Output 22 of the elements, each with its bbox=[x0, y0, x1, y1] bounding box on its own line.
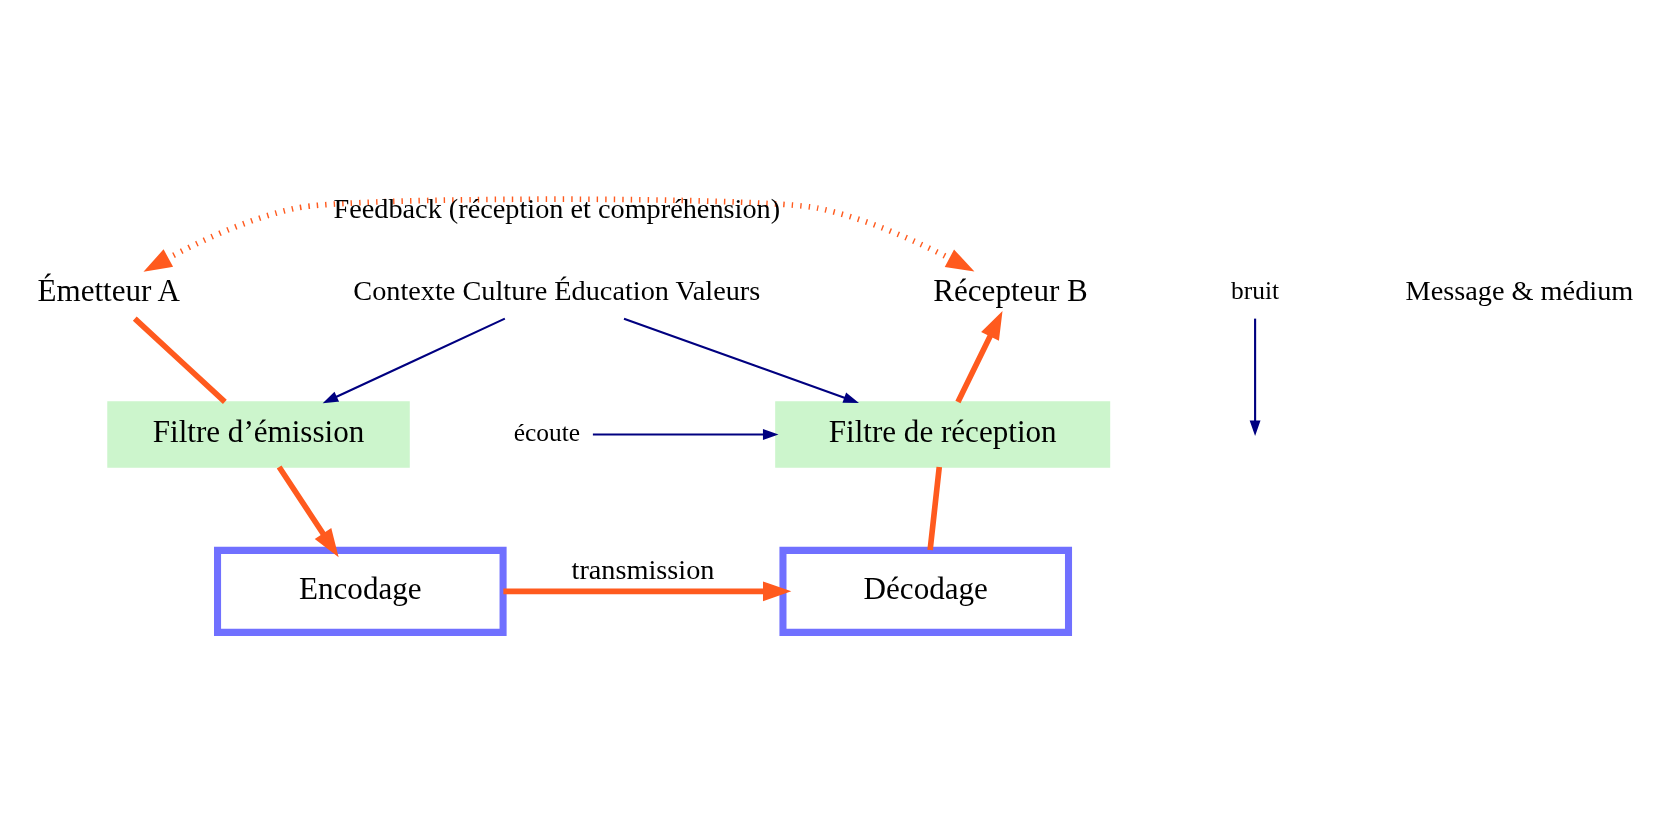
arrow bbox=[592, 429, 779, 440]
node-box: Encodage bbox=[214, 546, 507, 636]
node-text: bruit bbox=[1231, 276, 1280, 306]
arrow bbox=[143, 196, 975, 272]
edge-label: Feedback (réception et compréhension) bbox=[333, 193, 781, 225]
arrow bbox=[623, 317, 859, 403]
connector bbox=[132, 316, 227, 404]
node-box: Filtre d’émission bbox=[107, 401, 410, 468]
arrow bbox=[955, 310, 1003, 404]
edge-label: transmission bbox=[571, 553, 715, 585]
arrow bbox=[276, 465, 339, 558]
node-text: Émetteur A bbox=[37, 273, 180, 308]
arrow bbox=[322, 317, 506, 404]
node-box: Décodage bbox=[779, 546, 1073, 636]
connector bbox=[927, 466, 943, 551]
label: Message & médium bbox=[1405, 275, 1634, 307]
node-text: Contexte Culture Éducation Valeurs bbox=[353, 275, 761, 307]
node-text: Récepteur B bbox=[933, 273, 1088, 308]
arrow bbox=[503, 581, 792, 602]
node-text: écoute bbox=[513, 417, 581, 447]
node-box: Filtre de réception bbox=[775, 401, 1111, 468]
arrow bbox=[1249, 318, 1261, 437]
